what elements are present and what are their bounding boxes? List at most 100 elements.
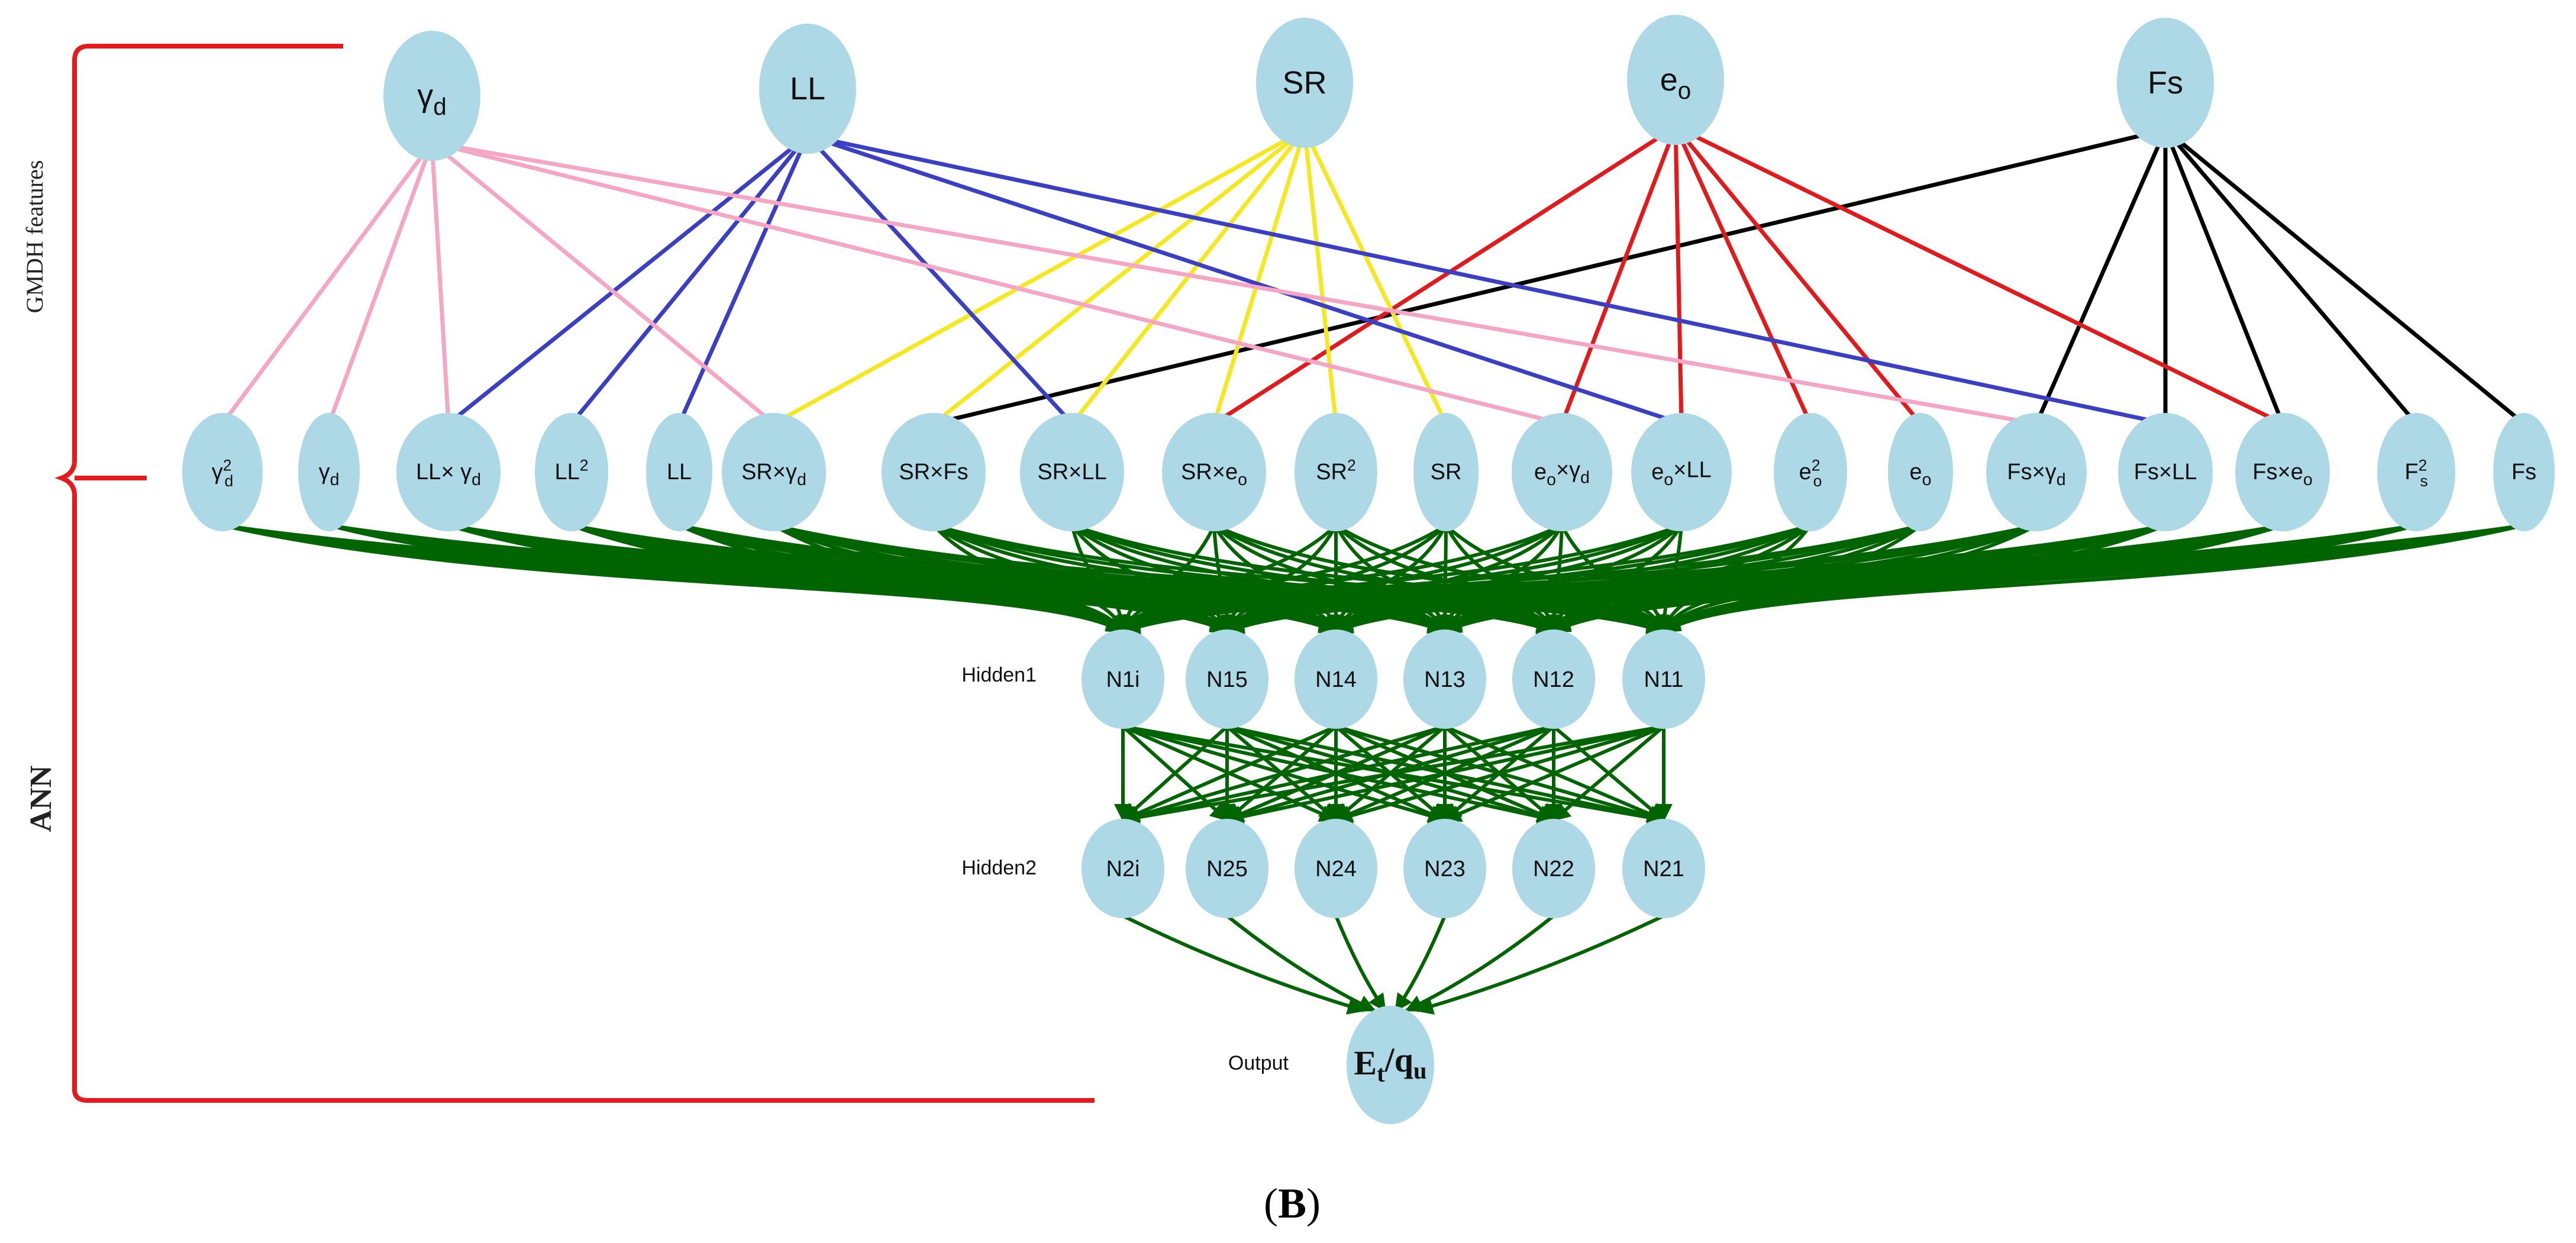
hidden1-label-N15: N15 [1206,667,1248,692]
feature-node-SRyd [722,413,826,531]
input-node-label-Fs: Fs [2148,65,2183,101]
gmdh-edge-LL-LLyd [446,133,810,426]
ann-edge-Fs1-N12 [1552,524,2525,634]
ann-edge-N11-N23 [1443,725,1665,822]
feature-node-label-SRyd: SR×γd [741,460,806,489]
ann-edge-N2i-output [1122,914,1366,1015]
input-node-label-LL: LL [790,71,825,106]
output-layer-label: Output [1228,1052,1289,1074]
feature-node-LL1 [646,413,712,531]
ann-edge-N15-N2i [1121,725,1229,822]
feature-node-Fsyd [1986,413,2087,531]
gmdh-edge-LL-SRLL [805,133,1074,426]
feature-node-eoyd [1512,413,1612,531]
ann-edge-eoyd-N1i [1121,524,1563,634]
ann-edge-Fs1-N14 [1334,524,2525,634]
feature-node-Fs1 [2493,413,2555,531]
feature-node-LL2 [535,413,608,531]
feature-node-label-LL1: LL [667,460,692,485]
ann-edge-Fs1-N15 [1225,524,2525,634]
gmdh-edge-SR-SRFs [931,127,1307,426]
feature-node-SReo [1162,413,1266,531]
ann-edge-yd1-N1i [328,524,1125,634]
gmdh-edge-eo-eoyd [1560,124,1678,426]
input-node-LL [759,24,856,154]
hidden1-label-N1i: N1i [1106,667,1139,692]
feature-node-eoLL [1631,413,1732,531]
gmdh-edges [220,124,2526,426]
ann-edge-N11-N2i [1121,725,1664,826]
hidden2-node-N23 [1403,819,1486,918]
ann-edge-N21-output [1415,914,1665,1015]
feature-node-label-Fsyd: Fs×γd [2007,460,2065,489]
feature-node-label-SRLL: SR×LL [1037,460,1106,485]
feature-node-label-SRFs: SR×Fs [899,460,968,485]
feature-node-label-eoyd: eo×γd [1534,458,1590,489]
feature-node-label-FsLL: Fs×LL [2134,460,2197,485]
gmdh-edge-yd-yd2 [220,140,434,426]
hidden2-node-N25 [1186,819,1268,918]
feature-node-LLyd [396,413,501,531]
gmdh-edge-eo-Fseo [1673,124,2285,426]
ann-edge-Fs1-N13 [1443,524,2525,634]
input-node-SR [1256,18,1353,148]
gmdh-edge-SR-SR1 [1302,127,1448,426]
feature-node-label-Fseo: Fs×eo [2252,460,2312,489]
hidden2-node-N24 [1295,819,1377,918]
hidden1-node-N13 [1403,629,1486,729]
ann-edge-Fs1-N11 [1662,524,2525,634]
input-node-yd [383,31,480,161]
hidden1-layer-label: Hidden1 [961,664,1037,686]
feature-node-FsLL [2118,413,2213,531]
hidden2-label-N22: N22 [1533,857,1574,882]
feature-node-label-SReo: SR×eo [1181,460,1247,489]
hidden2-label-N25: N25 [1206,857,1248,882]
input-node-eo [1627,15,1724,145]
ann-edge-SRyd-N1i [773,524,1125,634]
hidden1-label-N13: N13 [1424,667,1465,692]
gmdh-edge-SR-SRyd [771,127,1307,426]
gmdh-edge-SR-SReo [1212,127,1307,426]
ann-edge-SR1-N1i [1121,524,1447,634]
hidden1-node-N12 [1512,629,1595,729]
gmdh-edge-yd-eoyd [430,140,1564,426]
gmdh-edge-SR-SR2 [1302,127,1338,426]
ann-edge-LL2-N1i [570,524,1125,634]
hidden2-label-N24: N24 [1315,857,1357,882]
gmdh-edge-Fs-Fs2 [2163,127,2419,426]
gmdh-edge-Fs-Fs1 [2163,127,2526,426]
ann-edge-N23-output [1394,915,1447,1012]
hidden1-label-N11: N11 [1644,667,1684,692]
feature-node-label-eo1: eo [1910,460,1932,489]
ann-edge-N22-output [1405,914,1555,1012]
ann-edge-N14-N2i [1121,725,1337,822]
ann-edge-N11-N24 [1334,725,1664,825]
gmdh-edge-LL-LL1 [677,133,810,426]
gmdh-edge-Fs-Fsyd [2034,127,2168,426]
ann-edge-LL1-N1i [678,524,1125,634]
ann-edges [222,524,2525,1015]
feature-node-SR1 [1413,413,1479,531]
caption-open: ( [1264,1180,1278,1227]
ann-edge-N24-output [1334,915,1387,1012]
hidden1-node-N1i [1082,629,1164,729]
gmdh-edge-yd-yd1 [327,140,434,426]
hidden2-node-N2i [1082,819,1164,918]
ann-edge-LLyd-N1i [448,524,1125,634]
gmdh-edge-LL-FsLL [805,133,2168,426]
gmdh-bracket [54,44,1095,1103]
gmdh-edge-eo-eo2 [1673,124,1813,426]
hidden2-node-N22 [1512,819,1595,918]
ann-edge-N25-output [1226,914,1376,1012]
feature-node-SR2 [1295,413,1377,531]
feature-node-SRLL [1020,413,1124,531]
ann-side-label: ANN [24,766,58,832]
gmdh-edge-eo-eoLL [1673,124,1684,426]
figure-caption: (B) [1264,1180,1321,1227]
hidden1-node-N14 [1295,629,1377,729]
feature-node-yd2 [182,413,263,531]
feature-node-Fseo [2235,413,2330,531]
hidden2-label-N23: N23 [1424,857,1465,882]
